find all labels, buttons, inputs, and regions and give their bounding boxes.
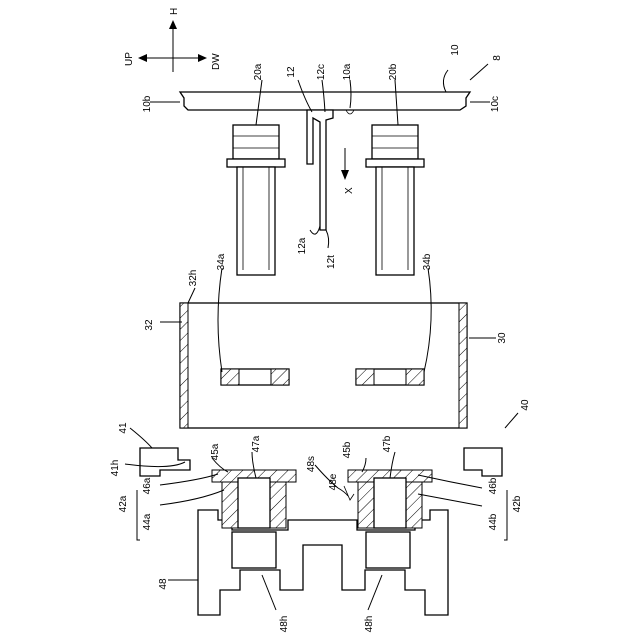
label-44a: 44a bbox=[142, 513, 153, 530]
label-46a: 46a bbox=[142, 477, 153, 494]
part-41-left bbox=[140, 448, 190, 476]
label-44b: 44b bbox=[488, 513, 499, 530]
direction-indicator: H UP DW bbox=[124, 8, 222, 72]
label-12a: 12a bbox=[297, 237, 308, 254]
label-48s: 48s bbox=[306, 456, 317, 472]
up-arrowhead bbox=[138, 54, 147, 62]
bolt-20b-washer bbox=[366, 159, 424, 167]
h-label: H bbox=[169, 8, 180, 15]
label-10c: 10c bbox=[490, 96, 501, 112]
bolt-20a-washer bbox=[227, 159, 285, 167]
label-34a: 34a bbox=[216, 253, 227, 270]
dw-arrowhead bbox=[198, 54, 207, 62]
label-48h-right: 48h bbox=[364, 616, 375, 633]
label-41: 41 bbox=[118, 422, 129, 434]
label-32: 32 bbox=[144, 319, 155, 331]
label-12: 12 bbox=[286, 66, 297, 78]
label-10a: 10a bbox=[342, 63, 353, 80]
member-30 bbox=[180, 303, 467, 428]
label-45a: 45a bbox=[210, 443, 221, 460]
bore-47b bbox=[374, 478, 406, 528]
member-30-body bbox=[180, 303, 467, 428]
label-8: 8 bbox=[492, 55, 503, 61]
label-42b: 42b bbox=[512, 495, 523, 512]
label-32h: 32h bbox=[188, 270, 199, 287]
up-label: UP bbox=[124, 52, 135, 66]
label-12t: 12t bbox=[326, 255, 337, 269]
label-20a: 20a bbox=[253, 63, 264, 80]
label-34b: 34b bbox=[422, 253, 433, 270]
label-48e: 48e bbox=[328, 473, 339, 490]
assembly-40 bbox=[140, 448, 502, 615]
stem-12 bbox=[307, 110, 333, 230]
label-10: 10 bbox=[450, 44, 461, 56]
label-47a: 47a bbox=[251, 435, 262, 452]
label-10b: 10b bbox=[142, 95, 153, 112]
label-46b: 46b bbox=[488, 477, 499, 494]
cavity-48h-left bbox=[232, 532, 276, 568]
label-30: 30 bbox=[497, 332, 508, 344]
member-30-right-wall bbox=[459, 303, 467, 428]
part-41-right bbox=[464, 448, 502, 476]
plate-10 bbox=[180, 92, 470, 230]
cavity-48h-right bbox=[366, 532, 410, 568]
label-41h: 41h bbox=[110, 460, 121, 477]
label-48: 48 bbox=[158, 578, 169, 590]
label-40: 40 bbox=[520, 399, 531, 411]
label-47b: 47b bbox=[382, 435, 393, 452]
dw-label: DW bbox=[211, 53, 222, 70]
label-20b: 20b bbox=[388, 63, 399, 80]
label-48h-left: 48h bbox=[279, 616, 290, 633]
bolt-20b-head bbox=[372, 125, 418, 159]
bolt-20a-head bbox=[233, 125, 279, 159]
label-12c: 12c bbox=[316, 64, 327, 80]
x-label: X bbox=[344, 187, 355, 194]
label-42a: 42a bbox=[118, 495, 129, 512]
bolt-20a bbox=[227, 125, 285, 275]
h-arrowhead bbox=[169, 20, 177, 29]
x-arrow: X bbox=[341, 148, 355, 194]
bore-47a bbox=[238, 478, 270, 528]
label-45b: 45b bbox=[342, 441, 353, 458]
bolt-20b bbox=[366, 125, 424, 275]
